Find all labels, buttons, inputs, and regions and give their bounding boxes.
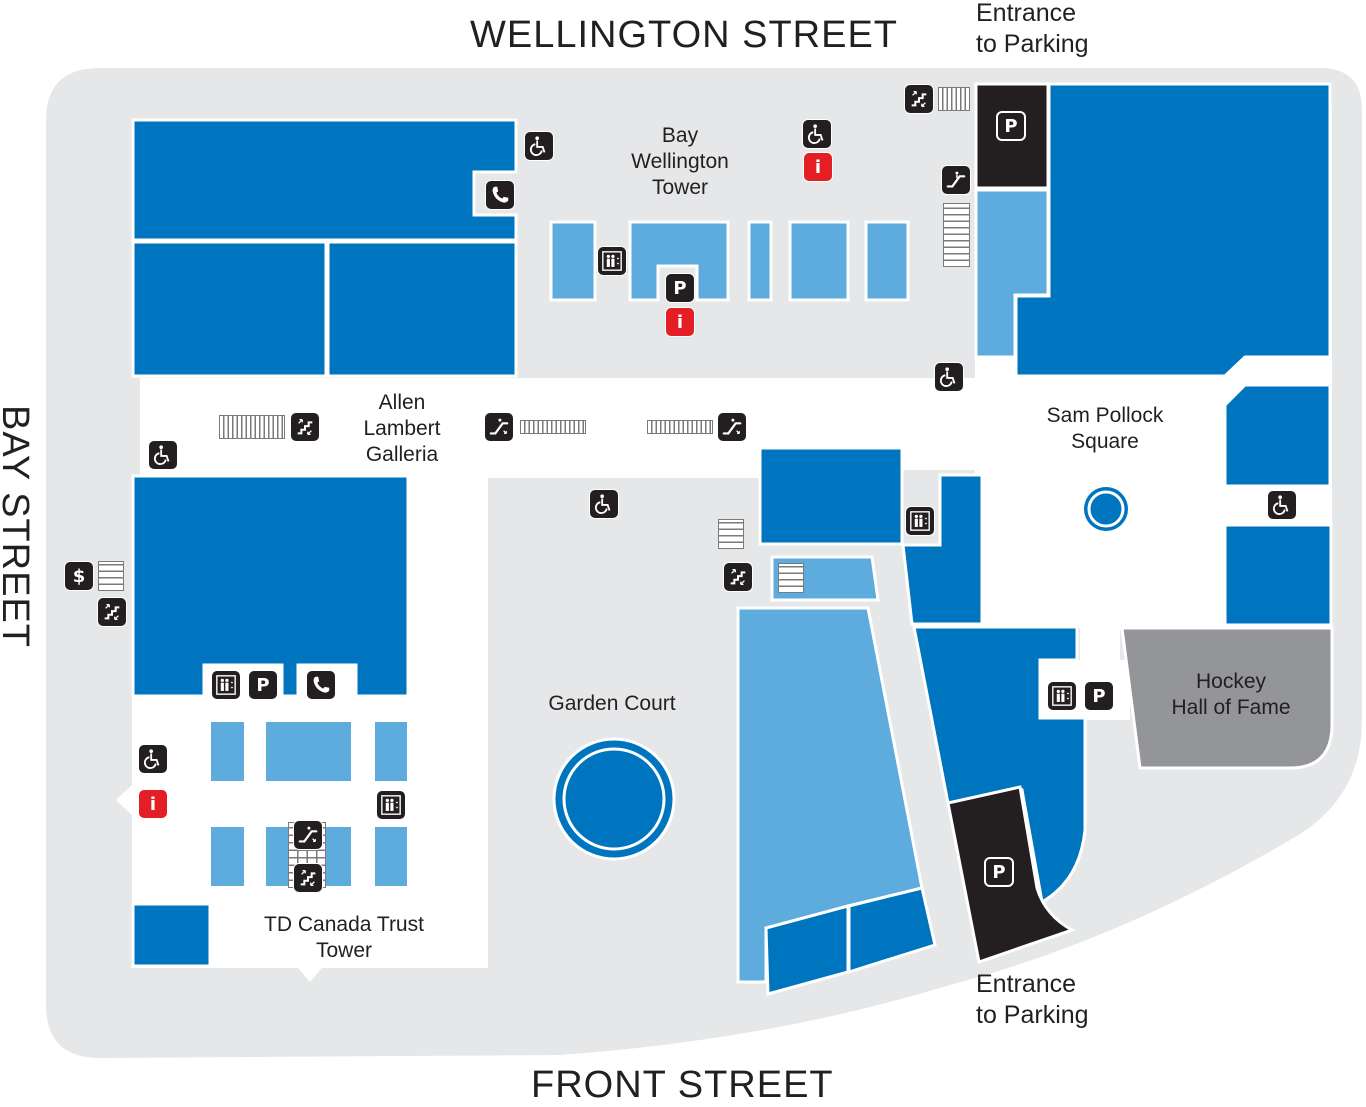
td-core-1 bbox=[211, 722, 244, 781]
elevator-icon[interactable] bbox=[376, 790, 406, 820]
td-core-2 bbox=[266, 722, 351, 781]
street-label-front: FRONT STREET bbox=[531, 1064, 834, 1106]
street-label-bay: BAY STREET bbox=[0, 405, 36, 648]
escalator-icon[interactable] bbox=[293, 820, 323, 850]
label-line: Entrance bbox=[976, 970, 1077, 998]
tower-core-2 bbox=[628, 220, 730, 302]
tower-core-3 bbox=[747, 220, 773, 302]
stairs-icon[interactable] bbox=[293, 863, 323, 893]
escalator-treads bbox=[520, 420, 586, 434]
wheelchair-accessible-icon[interactable] bbox=[934, 362, 964, 392]
stairs-icon[interactable] bbox=[290, 412, 320, 442]
parking-entrance-north bbox=[974, 82, 1050, 190]
stairs-icon[interactable] bbox=[904, 84, 934, 114]
telephone-icon[interactable] bbox=[306, 670, 336, 700]
escalator-icon[interactable] bbox=[941, 165, 971, 195]
parking-icon[interactable]: P bbox=[665, 273, 695, 303]
wheelchair-accessible-icon[interactable] bbox=[589, 489, 619, 519]
store-center-top bbox=[758, 446, 904, 546]
wheelchair-accessible-icon[interactable] bbox=[524, 131, 554, 161]
tower-core-4 bbox=[788, 220, 850, 302]
label-line: Hall of Fame bbox=[1171, 696, 1291, 719]
information-icon[interactable]: i bbox=[665, 307, 695, 337]
street-label-wellington: WELLINGTON STREET bbox=[470, 14, 899, 56]
parking-icon[interactable]: P bbox=[984, 857, 1014, 887]
label-line: Allen bbox=[378, 391, 426, 414]
escalator-treads bbox=[647, 420, 713, 434]
area-label-garden-court: Garden Court bbox=[548, 692, 676, 715]
td-core-6 bbox=[375, 827, 407, 886]
stairs-icon[interactable] bbox=[723, 562, 753, 592]
area-label-hockey-hall-of-fame: Hockey Hall of Fame bbox=[1151, 669, 1311, 721]
store-sw-small bbox=[131, 902, 212, 968]
store-nw-large bbox=[131, 118, 518, 242]
stair-treads bbox=[219, 415, 285, 439]
area-label-td-canada-trust-tower: TD Canada Trust Tower bbox=[244, 912, 444, 964]
telephone-icon[interactable] bbox=[485, 180, 515, 210]
label-line: Bay bbox=[661, 124, 699, 147]
tower-core-1 bbox=[549, 220, 597, 302]
atm-dollar-icon[interactable]: $ bbox=[64, 561, 94, 591]
escalator-icon[interactable] bbox=[717, 412, 747, 442]
stairs-icon[interactable] bbox=[97, 597, 127, 627]
parking-icon[interactable]: P bbox=[248, 670, 278, 700]
label-line: Sam Pollock bbox=[1046, 404, 1164, 427]
label-line: Tower bbox=[315, 939, 373, 962]
parking-icon[interactable]: P bbox=[1084, 681, 1114, 711]
parking-entrance-south bbox=[946, 785, 1076, 964]
store-east-lower bbox=[1223, 523, 1333, 627]
store-west-large bbox=[131, 474, 410, 698]
wheelchair-accessible-icon[interactable] bbox=[802, 119, 832, 149]
td-core-3 bbox=[375, 722, 407, 781]
store-ne-large bbox=[1014, 82, 1332, 378]
tower-core-5 bbox=[864, 220, 910, 302]
store-nw-left bbox=[131, 240, 328, 378]
escalator-icon[interactable] bbox=[484, 412, 514, 442]
store-east-upper bbox=[1223, 383, 1332, 488]
label-line: Entrance bbox=[976, 0, 1077, 27]
parking-icon[interactable]: P bbox=[996, 111, 1026, 141]
store-center-right bbox=[901, 473, 984, 626]
information-icon[interactable]: i bbox=[138, 789, 168, 819]
stair-treads bbox=[943, 203, 970, 267]
entrance-label-parking-south: Entrance to Parking bbox=[976, 969, 1089, 1031]
store-south-right bbox=[847, 886, 937, 975]
label-line: Tower bbox=[651, 176, 709, 199]
elevator-icon[interactable] bbox=[1047, 681, 1077, 711]
td-core-4 bbox=[211, 827, 244, 886]
wheelchair-accessible-icon[interactable] bbox=[138, 744, 168, 774]
wheelchair-accessible-icon[interactable] bbox=[1267, 490, 1297, 520]
label-line: TD Canada Trust bbox=[264, 913, 424, 936]
sam-pollock-fountain bbox=[1084, 487, 1128, 531]
stair-treads bbox=[778, 563, 804, 593]
entrance-label-parking-north: Entrance to Parking bbox=[976, 0, 1089, 60]
label-line: Galleria bbox=[365, 443, 439, 466]
label-line: Wellington bbox=[631, 150, 729, 173]
garden-court-fountain bbox=[552, 737, 676, 861]
information-icon[interactable]: i bbox=[803, 152, 833, 182]
wheelchair-accessible-icon[interactable] bbox=[148, 440, 178, 470]
elevator-icon[interactable] bbox=[905, 506, 935, 536]
stair-treads bbox=[718, 519, 744, 549]
area-label-allen-lambert-galleria: Allen Lambert Galleria bbox=[342, 390, 462, 468]
elevator-icon[interactable] bbox=[597, 246, 627, 276]
label-line: to Parking bbox=[976, 1001, 1089, 1029]
elevator-icon[interactable] bbox=[211, 670, 241, 700]
label-line: to Parking bbox=[976, 30, 1089, 58]
stair-treads bbox=[98, 561, 124, 591]
label-line: Hockey bbox=[1195, 670, 1267, 693]
stair-treads bbox=[938, 87, 970, 111]
label-line: Square bbox=[1071, 430, 1139, 453]
store-nw-right bbox=[326, 240, 518, 378]
hockey-hall-of-fame-building bbox=[1120, 626, 1334, 770]
label-line: Lambert bbox=[363, 417, 441, 440]
area-label-bay-wellington-tower: Bay Wellington Tower bbox=[610, 123, 750, 201]
area-label-sam-pollock-square: Sam Pollock Square bbox=[1025, 403, 1185, 455]
